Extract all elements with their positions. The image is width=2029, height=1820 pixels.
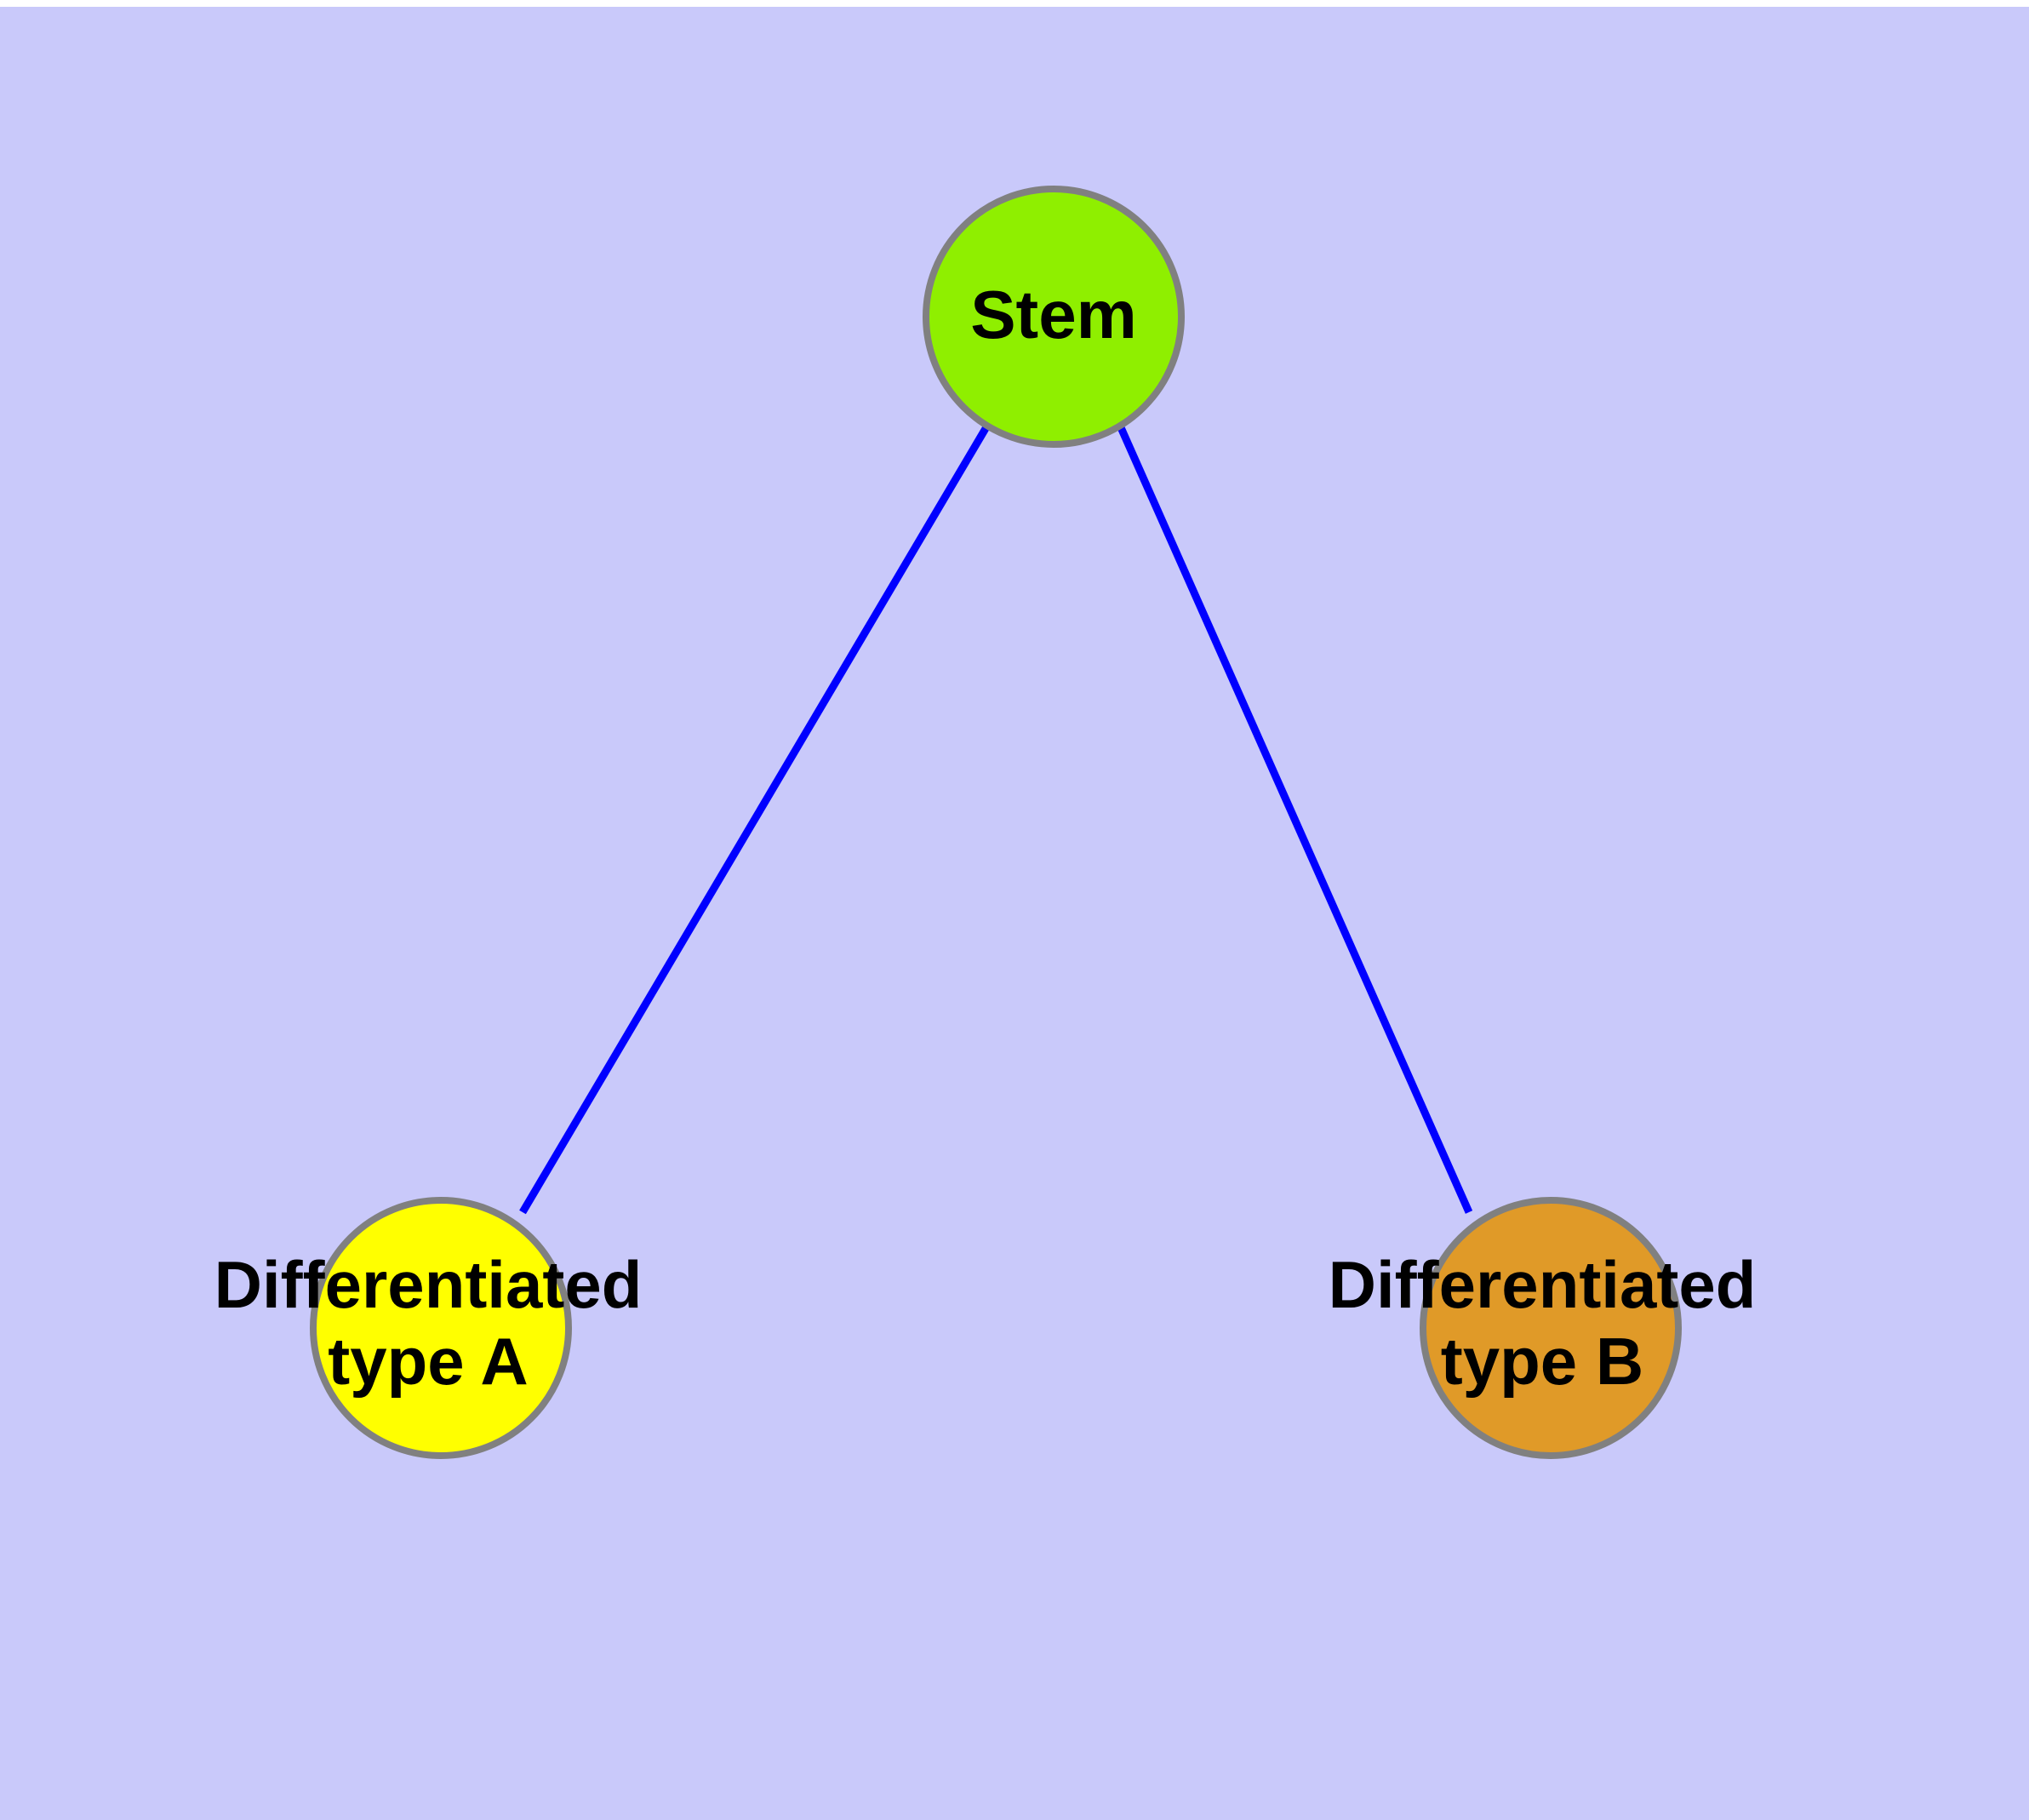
node-circle-stem[interactable] <box>923 186 1185 448</box>
node-stem[interactable]: Stem <box>923 186 1185 448</box>
edge-layer <box>519 423 1473 1215</box>
node-label-line: Differentiated <box>214 1246 643 1321</box>
edge-stem-to-differentiated-type-b[interactable] <box>1116 424 1473 1214</box>
node-label-line: Stem <box>970 277 1137 352</box>
node-circle-differentiated-type-b[interactable] <box>1420 1197 1682 1459</box>
node-label-line: type A <box>328 1324 529 1399</box>
node-label-line: Differentiated <box>1329 1246 1757 1321</box>
node-circle-differentiated-type-a[interactable] <box>310 1197 572 1459</box>
edge-stem-to-differentiated-type-a[interactable] <box>519 423 991 1215</box>
node-label-stem: Stem <box>970 277 1137 352</box>
node-label-line: type B <box>1441 1324 1643 1399</box>
